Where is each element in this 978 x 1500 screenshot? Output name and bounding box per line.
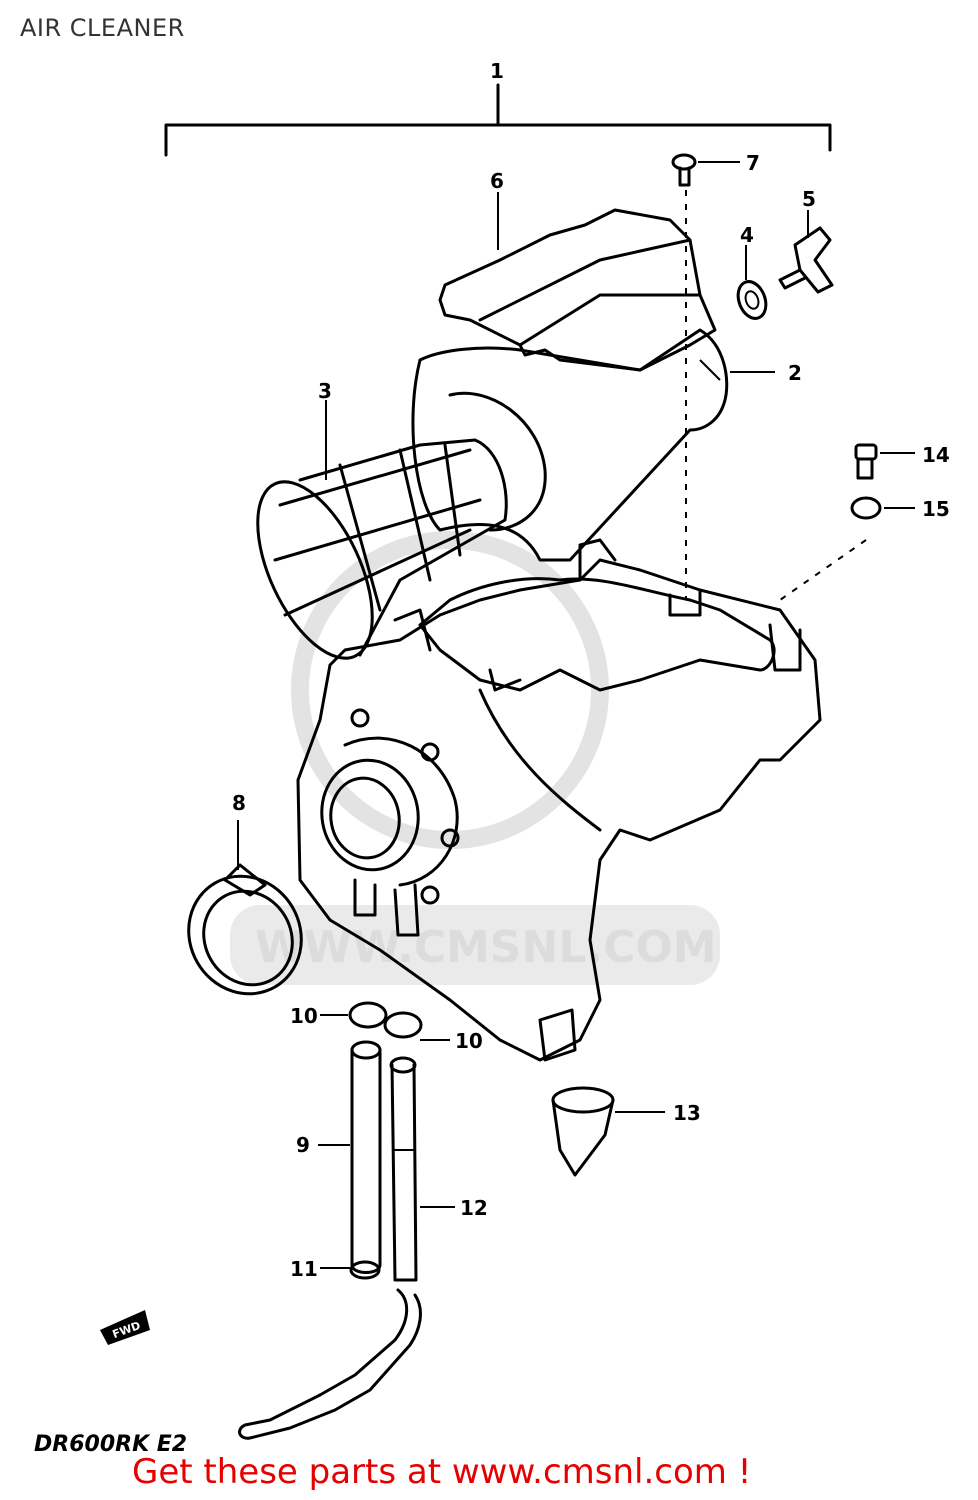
callout-9[interactable]: 9 (296, 1133, 310, 1157)
callout-10b[interactable]: 10 (455, 1029, 483, 1053)
cta-link[interactable]: Get these parts at www.cmsnl.com ! (132, 1452, 752, 1492)
model-code: DR600RK E2 (34, 1432, 188, 1457)
part-6-cover (438, 208, 717, 372)
part-2-upper-case (411, 328, 729, 562)
part-14-bolt (854, 443, 915, 480)
fwd-arrow: FWD (100, 1310, 150, 1345)
part-15-washer (779, 496, 915, 601)
callout-12[interactable]: 12 (460, 1196, 488, 1220)
callout-10a[interactable]: 10 (290, 1004, 318, 1028)
callout-5[interactable]: 5 (802, 187, 816, 211)
callout-14[interactable]: 14 (922, 443, 950, 467)
intake-boot (320, 708, 460, 937)
callout-7[interactable]: 7 (746, 151, 760, 175)
callout-13[interactable]: 13 (673, 1101, 701, 1125)
callout-2[interactable]: 2 (788, 361, 802, 385)
callout-6[interactable]: 6 (490, 169, 504, 193)
assembly-bracket (164, 83, 832, 157)
part-7-screw (671, 153, 740, 600)
part-13-grommet (551, 1086, 665, 1177)
callout-15[interactable]: 15 (922, 497, 950, 521)
callout-8[interactable]: 8 (232, 791, 246, 815)
callout-4[interactable]: 4 (740, 223, 754, 247)
watermark: WWW.CMSNL.COM (230, 531, 720, 985)
leader-lines (325, 192, 775, 480)
page-title: AIR CLEANER (20, 14, 185, 42)
part-4-washer (736, 245, 768, 320)
callout-11[interactable]: 11 (290, 1257, 318, 1281)
callouts: 1 2 3 4 5 6 7 8 9 10 10 11 12 13 14 15 (232, 59, 950, 1281)
lower-case (296, 538, 822, 1062)
part-5-wing-bolt (778, 210, 834, 294)
part-3-filter-cage (256, 438, 508, 660)
watermark-text: WWW.CMSNL.COM (255, 922, 717, 973)
callout-1[interactable]: 1 (490, 59, 504, 83)
part-8-clamp (187, 820, 303, 996)
callout-3[interactable]: 3 (318, 379, 332, 403)
hose-assembly (238, 1001, 455, 1440)
